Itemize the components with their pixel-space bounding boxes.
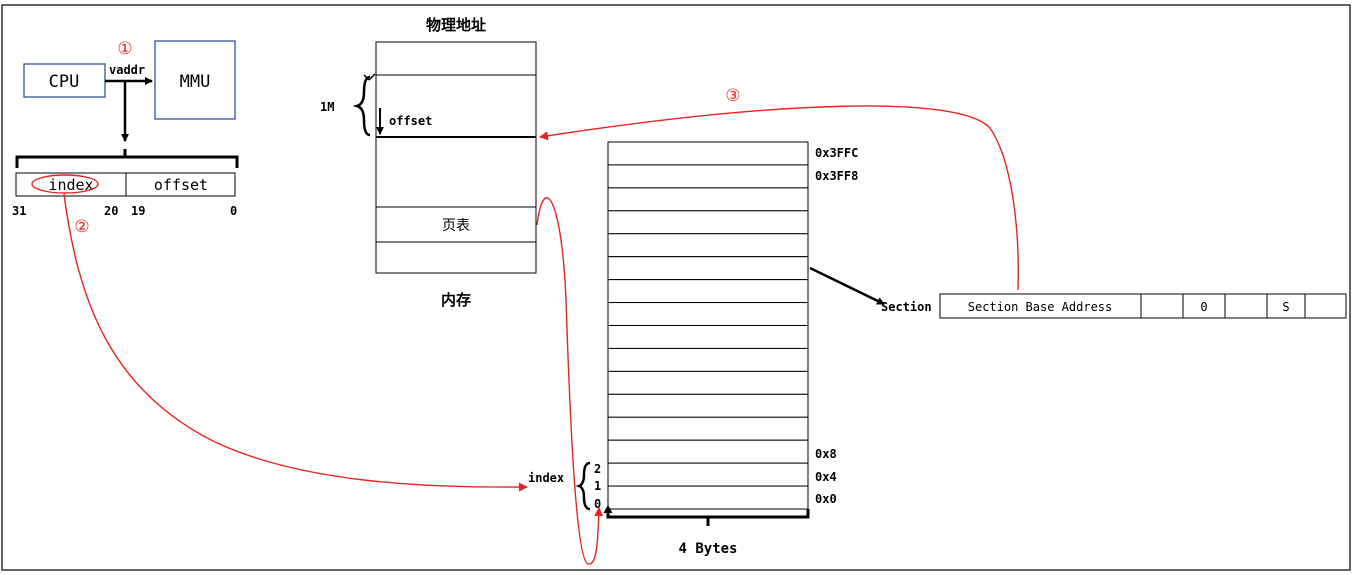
section-label: Section bbox=[881, 300, 932, 314]
page-table-entry bbox=[607, 485, 809, 510]
entry-width-label: 4 Bytes bbox=[678, 541, 737, 557]
page-table-entry bbox=[607, 393, 809, 418]
memory-block bbox=[375, 41, 537, 274]
page-table-entry bbox=[607, 164, 809, 189]
cpu-label: CPU bbox=[49, 72, 80, 92]
page-table-region-label: 页表 bbox=[442, 218, 470, 234]
memory-caption: 内存 bbox=[441, 291, 471, 309]
descriptor-field bbox=[1224, 293, 1268, 319]
page-table-entry bbox=[607, 210, 809, 235]
page-table-entry bbox=[607, 347, 809, 372]
page-table-index-label: index bbox=[528, 471, 564, 485]
entry-width-brace bbox=[606, 509, 810, 526]
page-table-entry bbox=[607, 187, 809, 212]
bit-19-label: 19 bbox=[131, 204, 145, 218]
section-descriptor: Section Base Address 0 S bbox=[939, 293, 1347, 319]
address-label-0x3ff8: 0x3FF8 bbox=[815, 169, 858, 183]
page-table-entry bbox=[607, 416, 809, 441]
step-3-section-base-curve bbox=[539, 105, 1019, 291]
step-2-index-curve bbox=[63, 193, 528, 492]
entry-index-1: 1 bbox=[594, 479, 601, 493]
range-1m-brace bbox=[352, 75, 371, 137]
descriptor-s-label: S bbox=[1282, 300, 1289, 314]
va-offset-field bbox=[125, 172, 236, 197]
address-label-0x0: 0x0 bbox=[815, 492, 837, 506]
bit-31-label: 31 bbox=[12, 204, 26, 218]
va-offset-label: offset bbox=[154, 176, 208, 194]
cpu-box bbox=[23, 63, 106, 98]
entry-index-0: 0 bbox=[594, 497, 601, 511]
memory-offset-label: offset bbox=[389, 114, 432, 128]
bit-0-label: 0 bbox=[230, 204, 237, 218]
step-3-marker: ③ bbox=[725, 86, 740, 106]
index-highlight-ellipse bbox=[31, 174, 99, 194]
va-index-label: index bbox=[48, 176, 93, 194]
page-table-entry-curve bbox=[536, 197, 604, 565]
descriptor-field bbox=[1140, 293, 1184, 319]
descriptor-field bbox=[1304, 293, 1347, 319]
page-table-entry bbox=[607, 325, 809, 349]
index-brace bbox=[575, 461, 591, 511]
physical-address-title: 物理地址 bbox=[426, 16, 486, 34]
page-table bbox=[607, 141, 809, 510]
page-table-entry bbox=[607, 279, 809, 304]
page-table-entry bbox=[607, 439, 809, 464]
page-table-entry bbox=[607, 302, 809, 326]
page-table-entry bbox=[607, 256, 809, 281]
outer-frame bbox=[1, 4, 1351, 571]
descriptor-zero-label: 0 bbox=[1200, 300, 1207, 314]
vaddr-label: vaddr bbox=[109, 63, 145, 77]
step-1-marker: ① bbox=[117, 39, 132, 59]
brace-tip bbox=[363, 73, 376, 81]
brace-tip bbox=[603, 504, 613, 514]
bit-20-label: 20 bbox=[104, 204, 118, 218]
range-1m-label: 1M bbox=[320, 100, 334, 114]
page-table-entry bbox=[607, 370, 809, 395]
virtual-address-brace bbox=[15, 149, 239, 168]
step-2-marker: ② bbox=[74, 217, 89, 237]
address-label-0x8: 0x8 bbox=[815, 447, 837, 461]
address-label-0x3ffc: 0x3FFC bbox=[815, 146, 858, 160]
mmu-label: MMU bbox=[180, 72, 211, 92]
entry-to-descriptor-arrow bbox=[809, 266, 885, 306]
entry-index-2: 2 bbox=[594, 462, 601, 476]
page-table-entry bbox=[607, 233, 809, 258]
page-table-entry bbox=[607, 462, 809, 487]
page-table-entry bbox=[607, 141, 809, 166]
mmu-box bbox=[154, 40, 236, 120]
address-label-0x4: 0x4 bbox=[815, 470, 837, 484]
descriptor-base-address-label: Section Base Address bbox=[968, 300, 1113, 314]
